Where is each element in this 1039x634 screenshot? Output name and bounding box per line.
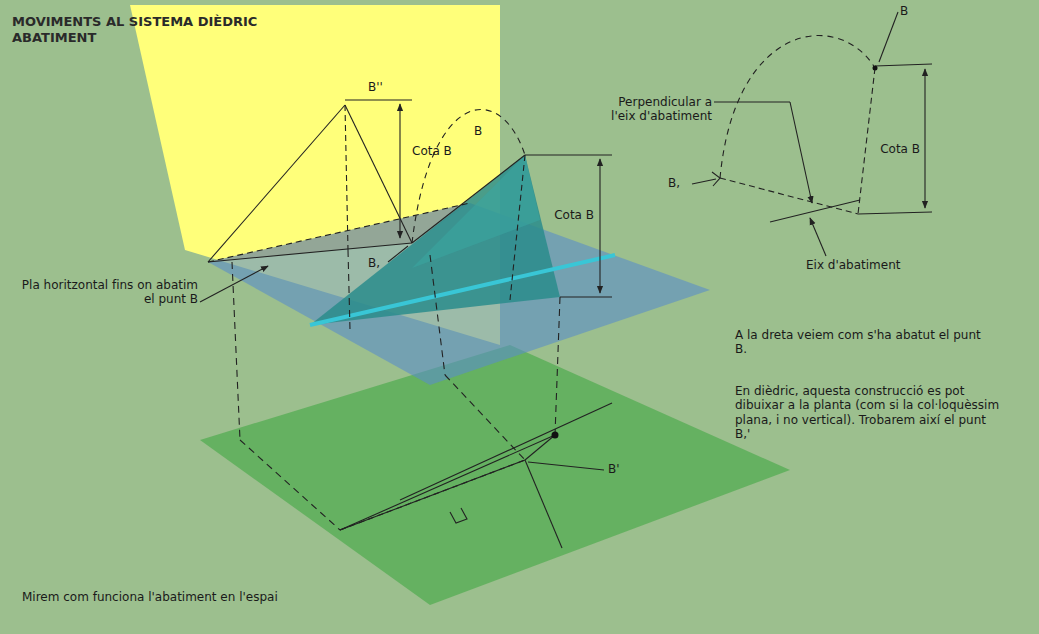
point-label: B	[900, 4, 920, 18]
note-text: En dièdric, aquesta construcció es pot d…	[735, 384, 1005, 442]
point-label: B	[474, 124, 490, 138]
dimension-label: Cota B	[412, 144, 472, 158]
footer-note: Mirem com funciona l'abatiment en l'espa…	[22, 590, 422, 604]
diagram-title: MOVIMENTS AL SISTEMA DIÈDRIC ABATIMENT	[12, 14, 302, 47]
callout-text: Pla horitzontal fins on abatim el punt B	[18, 278, 198, 307]
callout-text: Perpendicular a l'eix d'abatiment	[597, 95, 712, 124]
note-text: A la dreta veiem com s'ha abatut el punt…	[735, 328, 985, 357]
point-label: B,	[368, 256, 392, 270]
callout-text: Eix d'abatiment	[806, 258, 946, 272]
point-label: B''	[368, 80, 408, 94]
point-label: B'	[608, 462, 638, 476]
point-label: B,	[668, 176, 692, 190]
dimension-label: Cota B	[540, 208, 594, 222]
dimension-label: Cota B	[866, 142, 920, 156]
